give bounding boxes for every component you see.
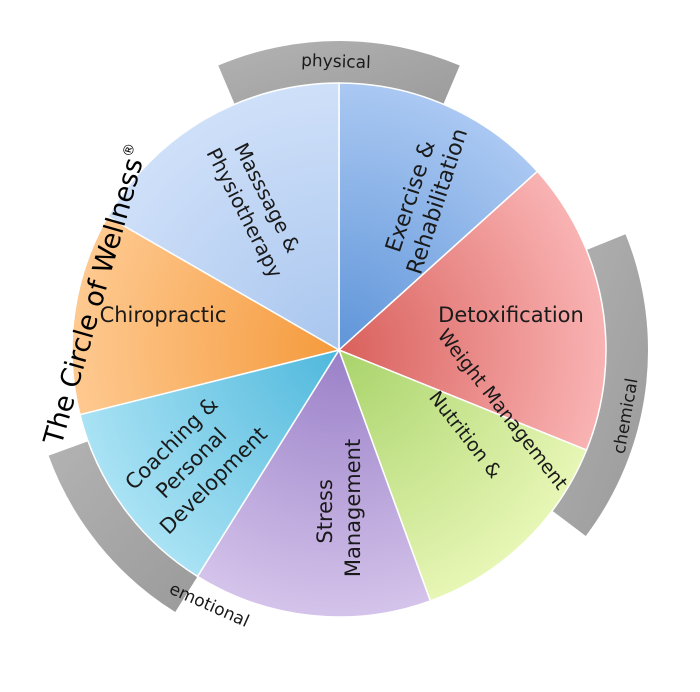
segment-exercise-rehabilitation: [338, 82, 539, 352]
segment-stress-management: [196, 348, 432, 618]
label-line: Stress: [313, 479, 337, 544]
label-stress-management: Stress Management: [313, 439, 365, 577]
segment-detoxification: [337, 170, 607, 451]
band-label-physical: physical: [301, 51, 371, 73]
segment-massage-physiotherapy: [106, 82, 340, 352]
band-emotional: [48, 437, 203, 613]
segment-coaching-personal-development: [79, 348, 341, 578]
label-chiropractic: Chiropractic: [100, 303, 227, 327]
label-line: Management: [341, 439, 365, 577]
label-detoxification: Detoxification: [438, 303, 584, 327]
segment-chiropractic: [71, 215, 341, 416]
wheel-segments: [71, 82, 607, 618]
segment-nutrition-weight-management: [337, 348, 588, 602]
title-registered-mark: ®: [120, 141, 139, 159]
